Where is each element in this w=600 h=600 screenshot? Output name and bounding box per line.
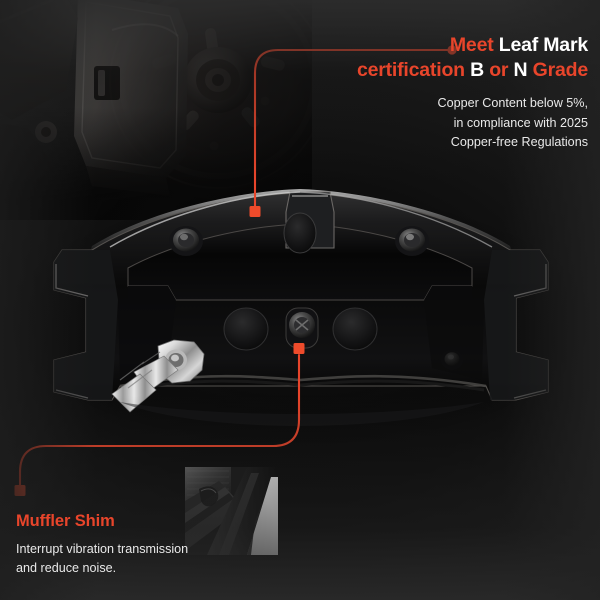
callout-leaf-mark-heading: Meet Leaf Mark certification B or N Grad… <box>308 33 588 83</box>
callout-muffler-shim: Muffler Shim Interrupt vibration transmi… <box>16 512 246 577</box>
heading-word-b: B <box>470 59 484 81</box>
heading-word-or: or <box>483 59 514 81</box>
heading-word-leaf-mark: Leaf Mark <box>498 34 588 56</box>
callout-muffler-shim-body: Interrupt vibration transmission and red… <box>16 540 246 577</box>
callout-leaf-mark-body: Copper Content below 5%, in compliance w… <box>308 94 588 153</box>
callout-leaf-mark: Meet Leaf Mark certification B or N Grad… <box>308 33 588 153</box>
heading-word-n: N <box>513 59 528 81</box>
heading-word-grade: Grade <box>527 59 589 81</box>
callout-muffler-shim-heading: Muffler Shim <box>16 512 115 530</box>
heading-word-meet: Meet <box>449 34 499 56</box>
heading-word-certification: certification <box>356 59 471 81</box>
body-line-2: in compliance with 2025 <box>453 115 588 130</box>
body-line-1: Interrupt vibration transmission <box>16 542 189 556</box>
body-line-3: Copper-free Regulations <box>450 135 588 149</box>
body-line-1: Copper Content below 5%, <box>437 96 588 110</box>
body-line-2: and reduce noise. <box>16 560 117 575</box>
